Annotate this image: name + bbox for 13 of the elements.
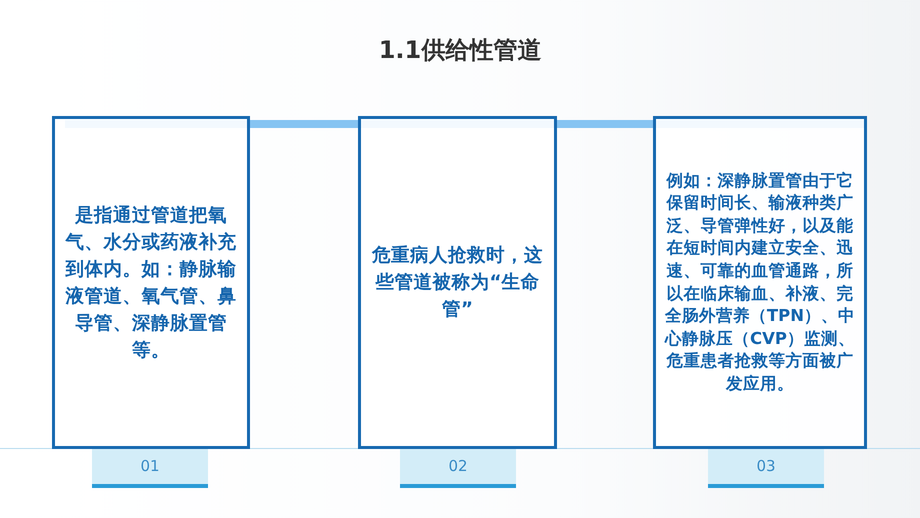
- step-number: 02: [448, 457, 468, 475]
- number-tab: [708, 448, 824, 488]
- text-card: [52, 116, 250, 449]
- card-text: 例如：深静脉置管由于它保留时间长、输液种类广泛、导管弹性好，以及能在短时间内建立安全、迅速、可靠的血管通路，所以在临床输血、补液、完全肠外营养（TPN）、中心静脉压（CVP）监测、危重患者抢救等方面被广发应用。: [663, 170, 856, 395]
- step-number: 03: [756, 457, 776, 475]
- card-text: 是指通过管道把氧气、水分或药液补充到体内。如：静脉输液管道、氧气管、鼻导管、深静脉置管等。: [64, 204, 238, 362]
- step-number: 01: [140, 457, 160, 475]
- card-text: 危重病人抢救时，这些管道被称为“生命管”: [370, 244, 544, 322]
- text-card: [653, 116, 867, 449]
- text-card: [358, 116, 557, 449]
- number-tab: [400, 448, 516, 488]
- number-tab: [92, 448, 208, 488]
- slide-title: 1.1供给性管道: [378, 35, 542, 66]
